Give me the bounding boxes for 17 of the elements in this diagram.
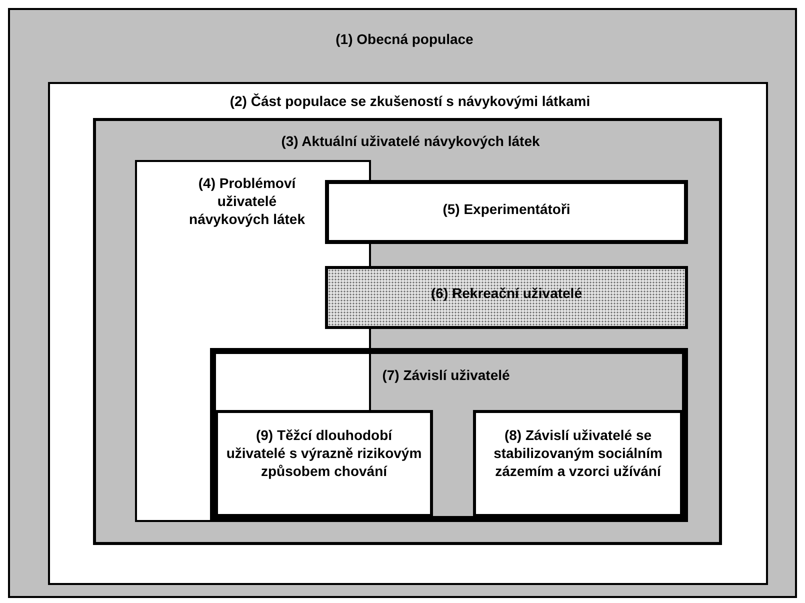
group-title: (1) Obecná populace [334,30,474,48]
group-title: (7) Závislí uživatelé [381,366,511,384]
group-title: (5) Experimentátoři [442,200,572,218]
group-box [325,180,688,244]
population-box [8,8,797,598]
group-box [48,82,768,585]
group-box [210,348,688,522]
group-box [215,410,433,517]
group-title: (3) Aktuální uživatelé návykových látek [280,132,541,150]
group-title: (6) Rekreační uživatelé [430,284,583,302]
group-title: (2) Část populace se zkušeností s návykovými látkami [228,92,592,110]
group-box [93,118,722,545]
group-title: (4) Problémoví uživatelé návykových látek [188,174,306,228]
group-title: (9) Těžcí dlouhodobí uživatelé s výrazně rizikovým způsobem chování [226,426,422,480]
group-box [325,266,688,329]
group-title: (8) Závislí uživatelé se stabilizovaným sociálním zázemím a vzorci užívání [492,426,664,480]
group-box [473,410,683,517]
